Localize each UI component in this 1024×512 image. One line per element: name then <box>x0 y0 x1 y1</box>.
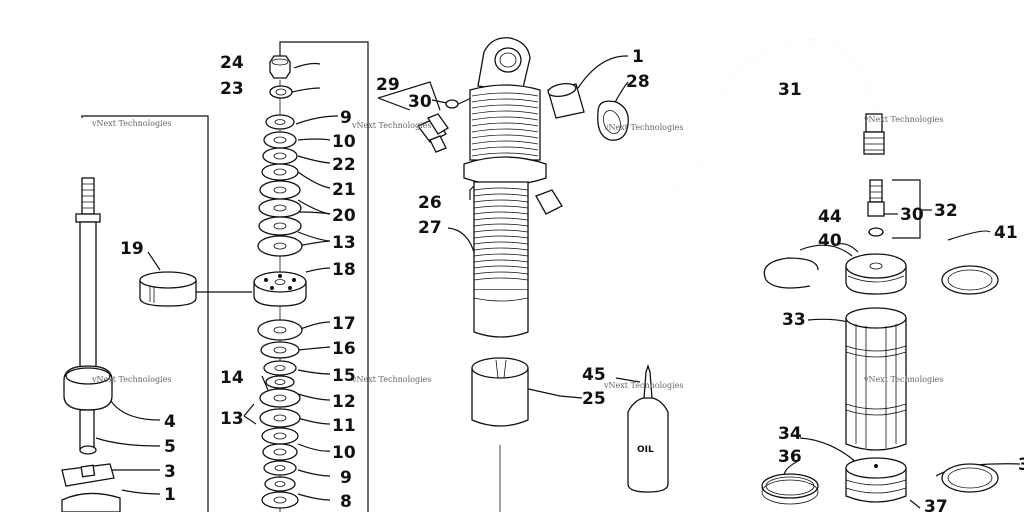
callout-9: 9 <box>340 468 352 488</box>
callout-5: 5 <box>164 437 176 457</box>
hose-31 <box>559 39 885 213</box>
callout-16: 16 <box>332 339 356 359</box>
callout-9: 9 <box>340 108 352 128</box>
watermark-text: vNext Technologies <box>351 375 431 384</box>
watermark-text: vNext Technologies <box>603 123 683 132</box>
callout-27: 27 <box>418 218 442 238</box>
callout-14: 14 <box>220 368 244 388</box>
callout-41: 41 <box>994 223 1018 243</box>
callout-17: 17 <box>332 314 356 334</box>
spring-seat-25 <box>471 357 529 427</box>
callout-10: 10 <box>332 132 356 152</box>
callout-29: 29 <box>376 75 400 95</box>
callout-24: 24 <box>220 53 244 73</box>
callout-3: 3 <box>164 462 176 482</box>
callout-30: 30 <box>408 92 432 112</box>
shim-stack <box>253 55 307 509</box>
callout-13: 13 <box>220 409 244 429</box>
callout-44: 44 <box>818 207 842 227</box>
reservoir-group <box>761 253 999 505</box>
bottle-label: OIL <box>637 445 654 455</box>
callout-18: 18 <box>332 260 356 280</box>
callout-15: 15 <box>332 366 356 386</box>
callout-1: 1 <box>632 47 644 67</box>
stack-leaders <box>291 62 339 501</box>
watermark-text: vNext Technologies <box>863 115 943 124</box>
callout-4: 4 <box>164 412 176 432</box>
bushing-19 <box>139 271 197 307</box>
callout-numbers: 24 23 9 10 22 21 20 13 18 17 16 15 14 12… <box>120 47 1018 512</box>
callout-20: 20 <box>332 206 356 226</box>
callout-21: 21 <box>332 180 356 200</box>
callout-partial-edge: 3 <box>1018 455 1024 475</box>
callout-1: 1 <box>164 485 176 505</box>
callout-32: 32 <box>934 201 958 221</box>
callout-11: 11 <box>332 416 356 436</box>
callout-22: 22 <box>332 155 356 175</box>
watermark-text: vNext Technologies <box>91 119 171 128</box>
valve-fitting <box>416 99 459 153</box>
fitting-32 <box>867 179 885 237</box>
callout-28: 28 <box>626 72 650 92</box>
callout-12: 12 <box>332 392 356 412</box>
callout-13: 13 <box>332 233 356 253</box>
callout-25: 25 <box>582 389 606 409</box>
callout-40: 40 <box>818 231 842 251</box>
callout-31: 31 <box>778 80 802 100</box>
shaft-rod <box>61 177 121 512</box>
callout-37: 37 <box>924 497 948 512</box>
bushing-1-and-seal-28 <box>547 82 629 141</box>
watermark-text: vNext Technologies <box>863 375 943 384</box>
callout-34: 34 <box>778 424 802 444</box>
callout-19: 19 <box>120 239 144 259</box>
watermark-text: vNext Technologies <box>351 121 431 130</box>
watermark-text: vNext Technologies <box>603 381 683 390</box>
callout-8: 8 <box>340 492 352 512</box>
callout-10: 10 <box>332 443 356 463</box>
watermarks: vNext Technologies vNext Technologies vN… <box>91 115 943 390</box>
callout-45: 45 <box>582 365 606 385</box>
callout-23: 23 <box>220 79 244 99</box>
oil-bottle <box>627 363 669 493</box>
callout-30: 30 <box>900 205 924 225</box>
watermark-text: vNext Technologies <box>91 375 171 384</box>
lower-threads <box>473 187 529 281</box>
body-threads <box>471 92 539 157</box>
shock-body <box>463 37 563 338</box>
callout-36: 36 <box>778 447 802 467</box>
callout-26: 26 <box>418 193 442 213</box>
callout-33: 33 <box>782 310 806 330</box>
